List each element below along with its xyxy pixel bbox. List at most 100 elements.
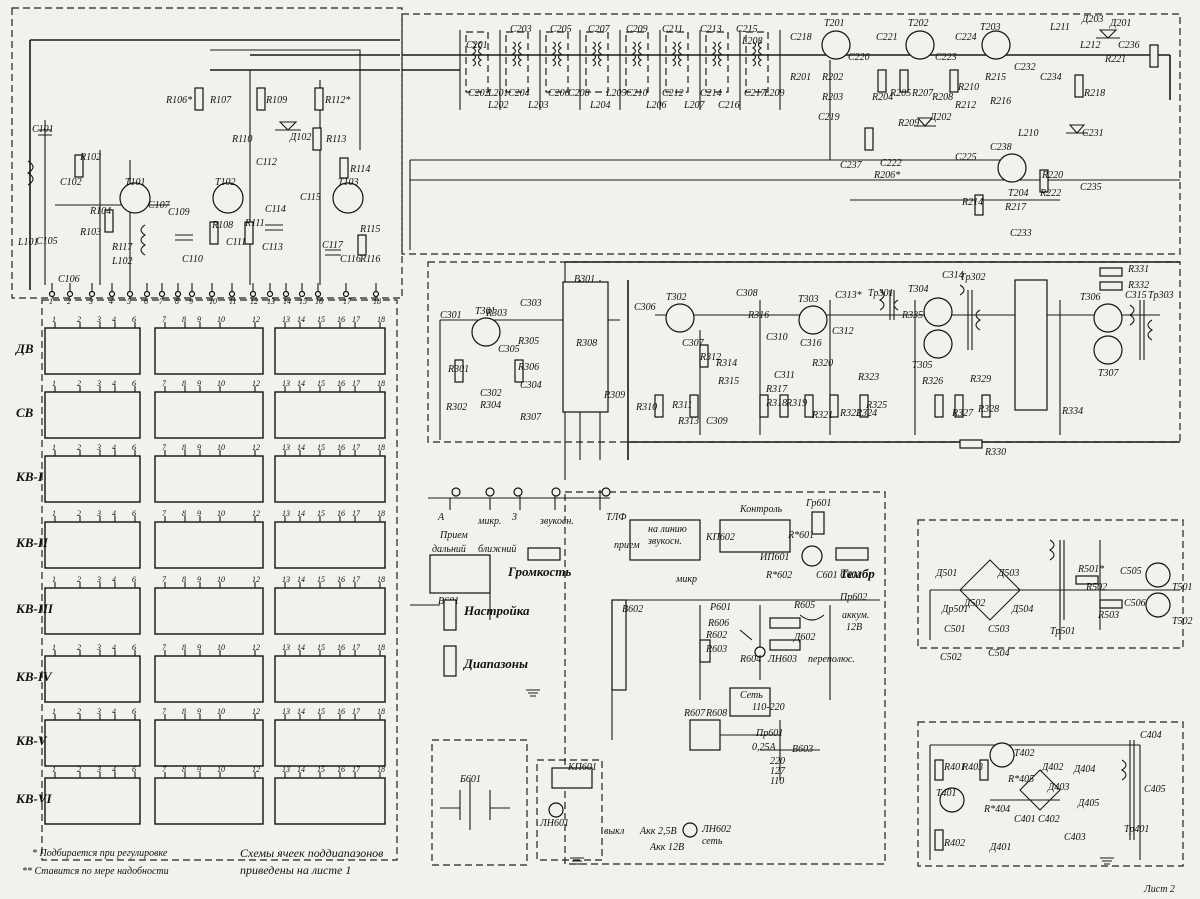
band-cell-box (44, 587, 141, 635)
label-c302: C302 (480, 388, 502, 399)
transistor-t302 (665, 303, 695, 333)
label-d202: Д203 (1081, 14, 1103, 25)
band-cell-box (274, 587, 386, 635)
band-label: КВ-V (15, 733, 48, 748)
band-pin-label: 14 (297, 575, 305, 584)
band-pin-label: 9 (197, 643, 201, 652)
tuning-knob[interactable] (443, 599, 457, 631)
label-r327: R327 (951, 408, 974, 419)
label-r328: R328 (977, 404, 999, 415)
band-pin-label: 3 (96, 443, 101, 452)
lamp-ln601 (548, 802, 564, 818)
label-l102: L102 (111, 256, 133, 267)
label-c311: C311 (774, 370, 795, 381)
label-c312: C312 (832, 326, 854, 337)
band-pin-label: 2 (77, 379, 81, 388)
label-c503: C503 (988, 624, 1010, 635)
label-c236: C237 (840, 160, 863, 171)
control-switch[interactable] (719, 519, 791, 553)
label-d404: Д404 (1073, 764, 1095, 775)
terminal-label: 4 (109, 297, 113, 306)
label-t201: T201 (824, 18, 845, 29)
label-r602b: R602 (705, 630, 727, 641)
jack-a[interactable] (451, 487, 461, 497)
band-pin-label: 3 (96, 315, 101, 324)
band-pin-label: 9 (197, 443, 201, 452)
label-ip601: ИП601 (759, 552, 789, 563)
band-label: КВ-III (15, 601, 54, 616)
label-t502: Т502 (1172, 616, 1193, 627)
band-cell-box (44, 777, 141, 825)
label-c209: C209 (626, 24, 648, 35)
note-2: ** Ставится по мере надобности (22, 866, 169, 877)
label-c219: C219 (818, 112, 840, 123)
band-pin-label: 7 (162, 509, 167, 518)
band-pin-label: 9 (197, 509, 201, 518)
label-l207: L207 (683, 100, 706, 111)
label-r109: R109 (265, 95, 287, 106)
label-l210: L211 (1049, 22, 1070, 33)
switch-kp601[interactable] (551, 767, 593, 789)
label-tr301: Tр301 (868, 288, 894, 299)
band-pin-label: 1 (52, 509, 56, 518)
input-panel (410, 487, 611, 620)
terminal-label: 2 (67, 297, 71, 306)
label-c109: C109 (168, 207, 190, 218)
tone-knob[interactable] (835, 547, 869, 561)
band-knob[interactable] (443, 645, 457, 677)
label-r219: R222 (1039, 188, 1061, 199)
transistor-t306 (1093, 303, 1123, 333)
transistor-t502 (1145, 592, 1171, 618)
jack-soundrec[interactable] (551, 487, 561, 497)
label-r318: R318 (765, 398, 787, 409)
jack-3[interactable] (513, 487, 523, 497)
label-t302: T302 (666, 292, 687, 303)
band-pin-label: 14 (297, 707, 305, 716)
label-c212: C212 (662, 88, 684, 99)
label-r334: R334 (1061, 406, 1083, 417)
label-soundrec2: звукосн. (647, 536, 682, 547)
label-c402: C402 (1038, 814, 1060, 825)
label-r117: R117 (111, 242, 133, 253)
label-c114: C114 (265, 204, 286, 215)
band-pin-label: 17 (352, 509, 361, 518)
band-cell-box (154, 587, 264, 635)
band-pin-label: 18 (377, 575, 385, 584)
label-c117: C117 (322, 240, 344, 251)
label-mains: сеть (702, 836, 723, 847)
label-c231: C232 (1014, 62, 1036, 73)
label-r309: R309 (603, 390, 625, 401)
transistor-t301 (471, 317, 501, 347)
selector-line-soundrec[interactable] (629, 519, 701, 561)
switch-b602[interactable] (611, 599, 627, 691)
label-d402: Д402 (1041, 762, 1063, 773)
volume-knob[interactable] (527, 547, 561, 561)
label-c504: C504 (988, 648, 1010, 659)
label-mode-near: ближний (478, 544, 516, 555)
band-pin-label: 8 (182, 643, 186, 652)
label-c215: C215 (736, 24, 758, 35)
jack-mic[interactable] (485, 487, 495, 497)
label-bands: Диапазоны (463, 656, 528, 671)
band-cell-box (274, 719, 386, 767)
terminal (282, 290, 290, 298)
band-pin-label: 1 (52, 707, 56, 716)
label-r502: R502 (1085, 582, 1107, 593)
label-r104: R104 (89, 206, 111, 217)
band-pin-label: 14 (297, 315, 305, 324)
band-pin-label: 16 (337, 765, 345, 774)
band-pin-label: 7 (162, 443, 167, 452)
label-tr501: Тр501 (1050, 626, 1075, 637)
jack-tlf[interactable] (601, 487, 611, 497)
band-pin-label: 12 (252, 379, 260, 388)
band-cell-box (154, 455, 264, 503)
label-t307: T307 (1098, 368, 1120, 379)
band-pin-label: 2 (77, 509, 81, 518)
band-pin-label: 18 (377, 643, 385, 652)
label-c211: C211 (662, 24, 683, 35)
label-c235: C236 (1118, 40, 1140, 51)
terminal (314, 290, 322, 298)
label-r310: R310 (635, 402, 657, 413)
label-t202: T202 (908, 18, 929, 29)
